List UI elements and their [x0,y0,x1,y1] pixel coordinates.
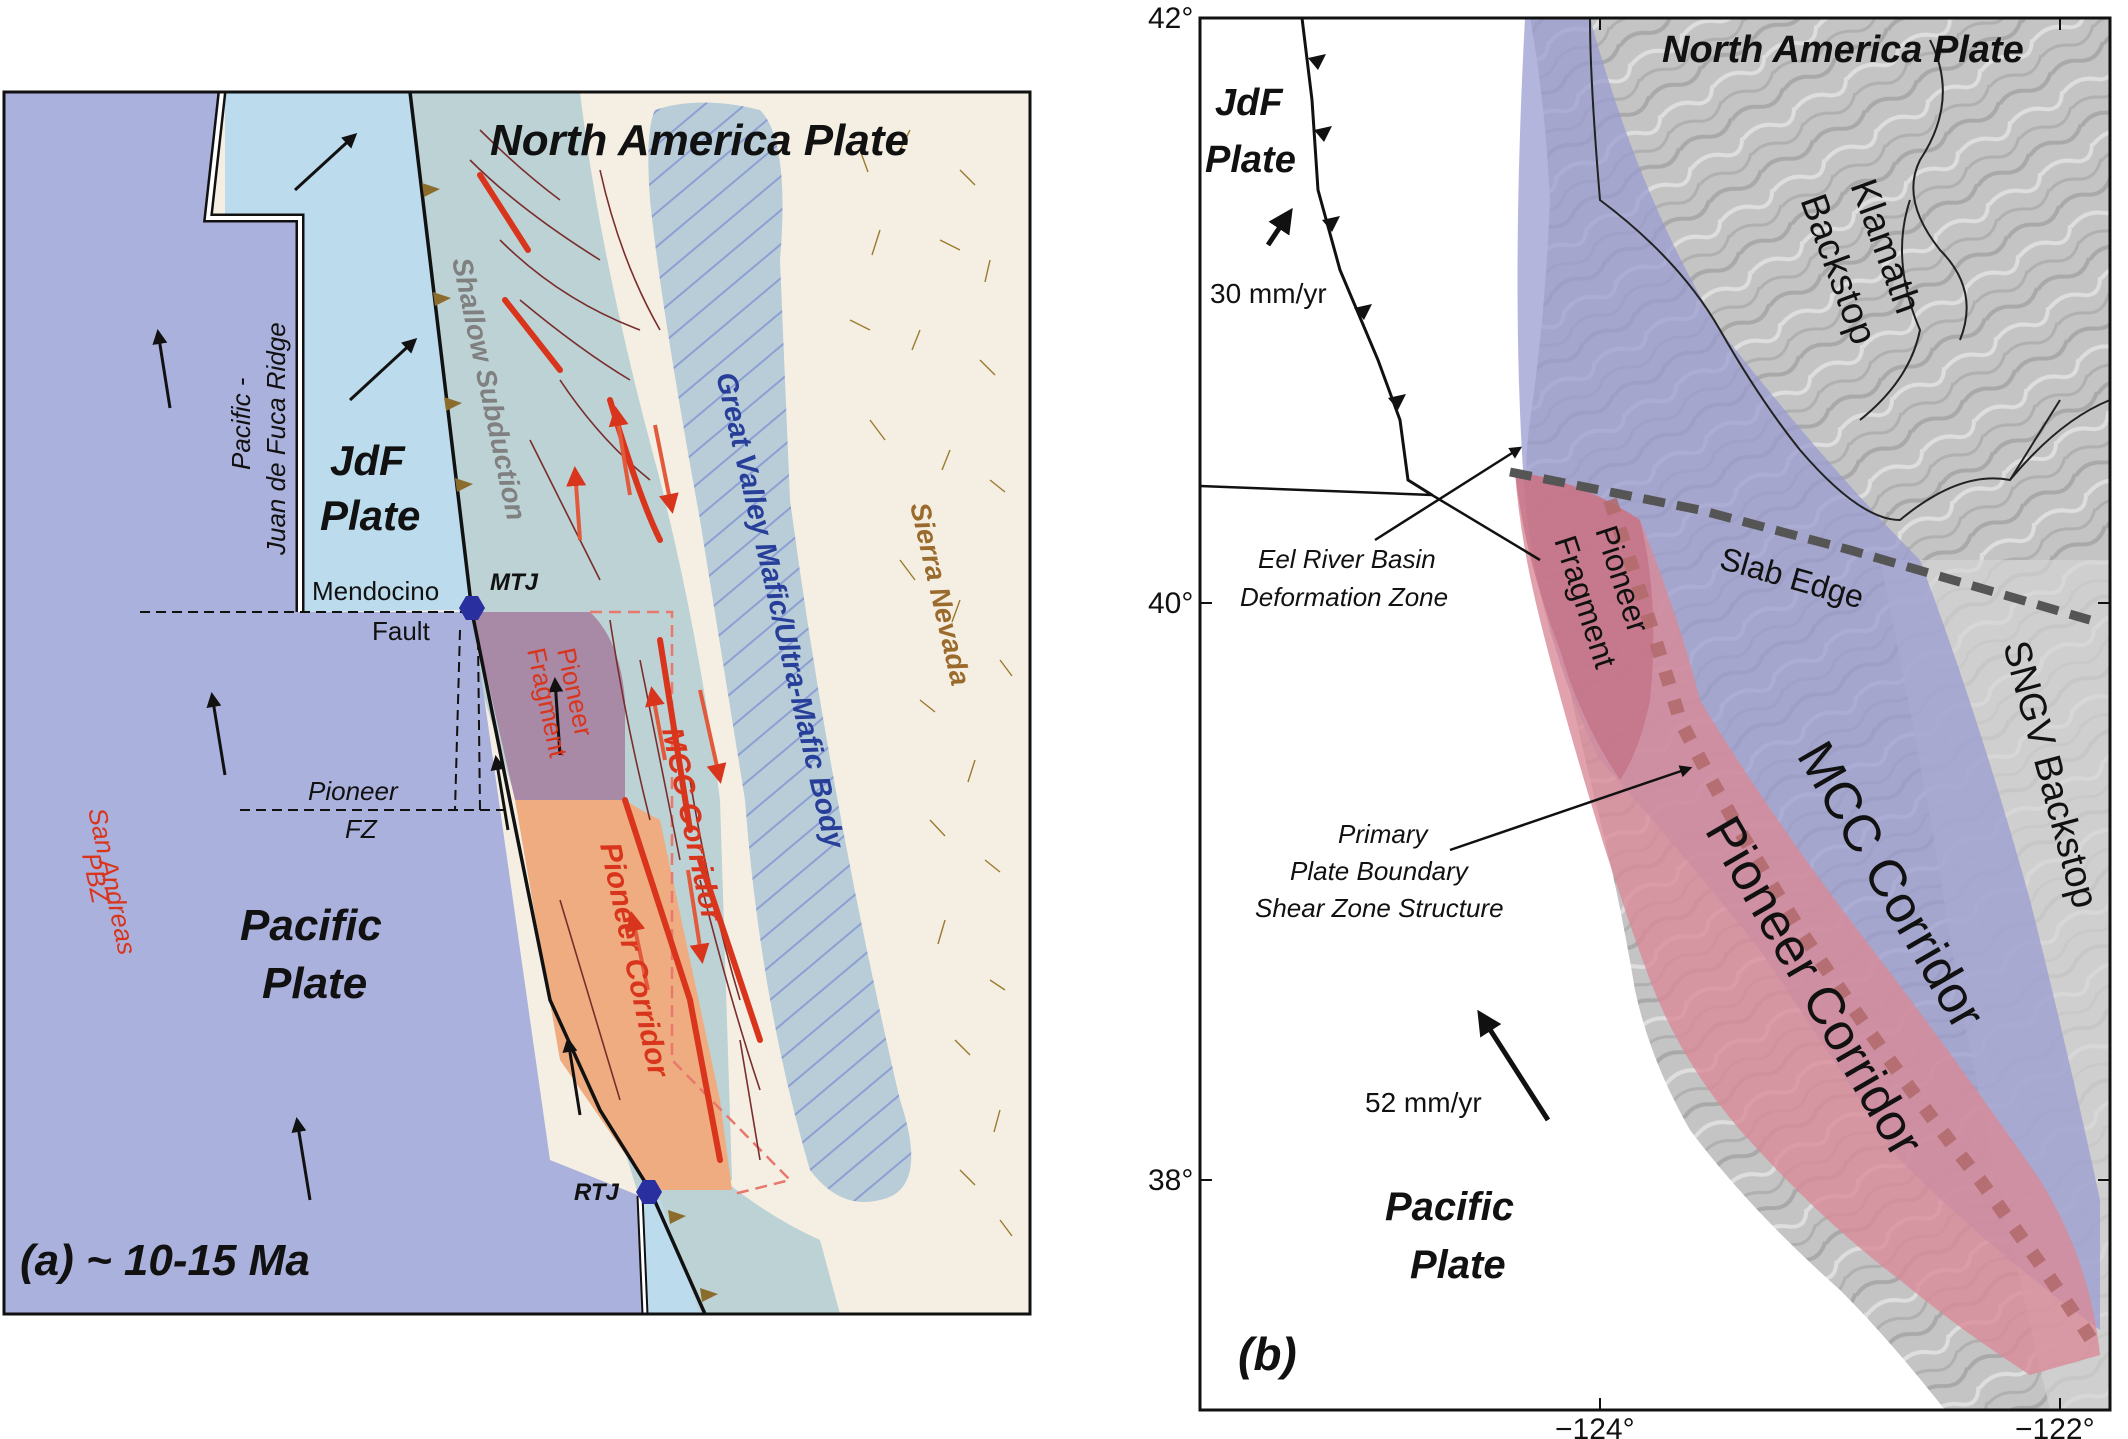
jdf-label-b-1: JdF [1215,82,1284,124]
panel-b-label: (b) [1238,1328,1297,1380]
jdf-plate-region [225,92,472,612]
county-boundaries [1589,17,2111,522]
lon-tick-124: −124° [1555,1413,1635,1439]
mendocino-fault-b [1199,484,1541,562]
mtj-label: MTJ [490,569,539,596]
lat-tick-42: 42° [1148,2,1193,35]
pacific-label-a-2: Plate [262,959,367,1008]
plate-motion-arrows-b [1265,207,1551,1122]
ridge-line-inner [205,91,302,612]
lower-ridge-inner [638,1195,647,1315]
panel-b: 42° 40° 38° −124° −122° North America Pl… [1148,2,2112,1439]
jdf-trench-line [1300,17,1433,497]
plate-motion-arrows-a [152,132,582,1201]
red-motion-arrows [566,406,727,991]
mendocino-label-2: Fault [372,616,431,646]
great-valley-body [648,102,912,1202]
mcc-corridor-region [1517,18,2100,1330]
pacific-plate-region [4,92,648,1314]
pioneer-fz-link [454,629,481,811]
pioneer-fz-label-2: FZ [345,814,378,844]
plate-boundary-a [408,91,707,1315]
mendocino-label-1: Mendocino [312,576,439,606]
panel-a: North America Plate JdF Plate Pacific Pl… [2,90,1032,1316]
lat-tick-38: 38° [1148,1164,1193,1197]
pioneer-corridor-region [1515,472,2100,1375]
axis-ticks [1200,17,2110,1410]
pacific-label-b-1: Pacific [1385,1185,1514,1229]
pioneer-corridor-region [515,800,732,1190]
north-america-label-b: North America Plate [1662,29,2024,71]
primary-boundary-label-2: Plate Boundary [1290,856,1470,886]
primary-boundary-label-1: Primary [1338,819,1430,849]
lon-tick-122: −122° [2015,1413,2095,1439]
ridge-label-1: Pacific - [226,377,256,470]
panel-a-frame [2,90,1032,1316]
lat-tick-40: 40° [1148,587,1193,620]
leader-lines [1374,446,1693,852]
sierra-granite-dashes [849,129,1013,1237]
fault-strands [469,129,761,1161]
jdf-label-a-2: Plate [320,492,420,539]
subduction-teeth [422,183,718,1302]
ridge-label-2: Juan de Fuca Ridge [261,322,291,556]
jdf-label-b-2: Plate [1205,139,1296,181]
pacific-label-b-2: Plate [1410,1243,1506,1287]
pioneer-fz-label-1: Pioneer [308,776,399,806]
pacific-rate-label: 52 mm/yr [1365,1087,1482,1118]
jdf-label-a-1: JdF [330,437,406,484]
mtj-marker [459,596,485,620]
pioneer-fragment-region [472,612,625,800]
panel-a-label: (a) ~ 10-15 Ma [20,1236,310,1285]
trench-teeth [1308,54,1406,410]
jdf-rate-label: 30 mm/yr [1210,278,1327,309]
eel-river-label-2: Deformation Zone [1240,582,1448,612]
jdf-lower-strip [642,1196,700,1314]
accretionary-lower [660,1210,840,1314]
rtj-marker [636,1180,662,1204]
rtj-label: RTJ [574,1179,620,1206]
pacific-label-a-1: Pacific [240,901,382,950]
primary-boundary-label-3: Shear Zone Structure [1255,893,1504,923]
pioneer-fragment-region-b [1515,472,1654,780]
eel-river-label-1: Eel River Basin [1258,544,1436,574]
panel-b-frame [1198,16,2112,1412]
north-america-label-a: North America Plate [490,116,909,165]
primary-plate-boundary [1603,497,2104,1354]
